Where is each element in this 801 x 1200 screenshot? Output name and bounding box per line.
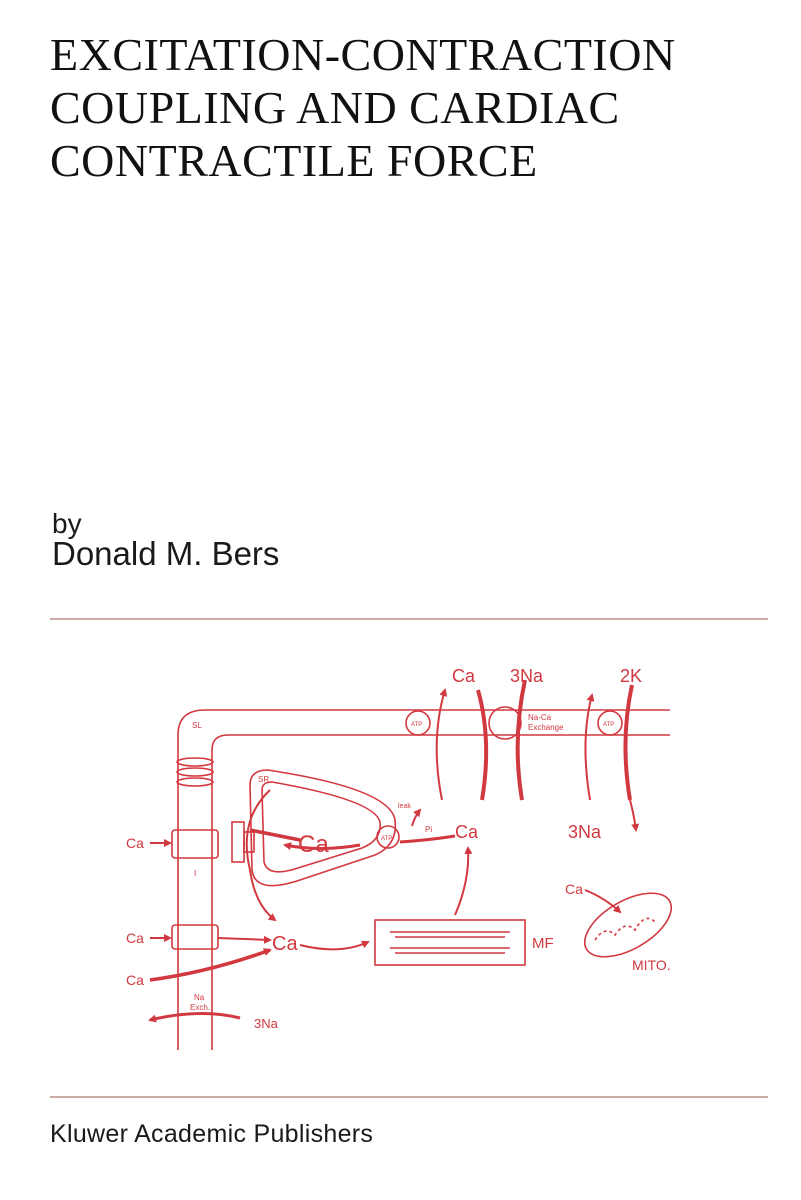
sarcolemma-outer xyxy=(177,709,670,792)
ec-coupling-diagram: Ca 3Na 2K SL ATP ATP ATP Na-Ca Exchange … xyxy=(126,666,673,1050)
label-atp-3: ATP xyxy=(381,836,392,842)
label-2k-top: 2K xyxy=(620,666,642,686)
label-ca-left-3: Ca xyxy=(126,972,144,988)
title-line-2: COUPLING AND CARDIAC xyxy=(50,82,620,133)
title-line-1: EXCITATION-CONTRACTION xyxy=(50,29,676,80)
title-line-3: CONTRACTILE FORCE xyxy=(50,135,538,186)
sarcolemma-inner xyxy=(211,734,670,792)
label-i-ca: I xyxy=(194,869,196,878)
label-ca-right: Ca xyxy=(455,822,479,842)
publisher-name: Kluwer Academic Publishers xyxy=(50,1120,374,1148)
label-ca-mid: Ca xyxy=(272,933,298,955)
label-leak: leak xyxy=(398,803,411,810)
label-3na-top: 3Na xyxy=(510,666,544,686)
bottom-divider xyxy=(50,1096,768,1098)
label-ca-top: Ca xyxy=(452,666,476,686)
label-sl: SL xyxy=(192,721,202,730)
label-sr: SR xyxy=(258,775,269,784)
label-na-ca-exchange-2: Exchange xyxy=(528,723,564,732)
by-label: by xyxy=(52,508,82,539)
label-atp-2: ATP xyxy=(603,722,614,728)
book-title: EXCITATION-CONTRACTION COUPLING AND CARD… xyxy=(50,28,790,187)
label-na-exch-1: Na xyxy=(194,993,205,1002)
label-3na-bottom-left: 3Na xyxy=(254,1016,279,1031)
label-mito: MITO. xyxy=(632,957,671,973)
label-na-exch-2: Exch. xyxy=(190,1003,210,1012)
label-na-ca-exchange-1: Na-Ca xyxy=(528,713,552,722)
label-ca-center: Ca xyxy=(298,831,329,858)
author-name: Donald M. Bers xyxy=(52,535,280,572)
top-divider xyxy=(50,618,768,620)
label-ca-mito: Ca xyxy=(565,881,583,897)
sr-outline xyxy=(249,769,397,887)
label-3na-bottom-right: 3Na xyxy=(568,822,602,842)
label-ca-left-1: Ca xyxy=(126,835,144,851)
label-pi: Pi xyxy=(425,825,432,834)
label-ca-left-2: Ca xyxy=(126,930,144,946)
myofilament-box xyxy=(374,919,526,966)
label-mf: MF xyxy=(532,935,554,952)
mitochondrion xyxy=(583,892,673,958)
label-atp-1: ATP xyxy=(411,722,422,728)
